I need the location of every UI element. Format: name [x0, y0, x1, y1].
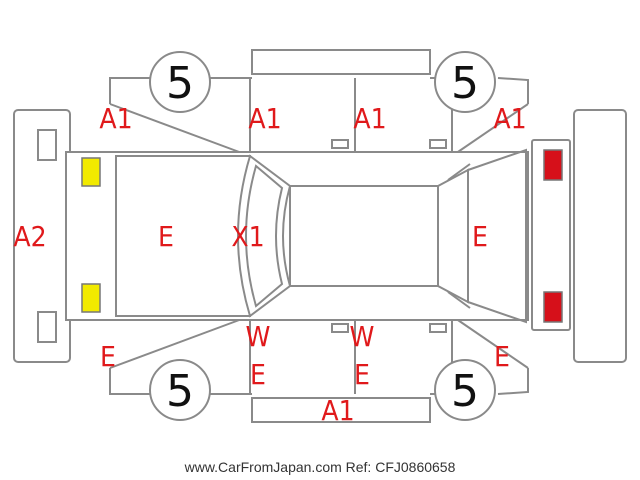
damage-codes: A1 A1 A1 A1 A2 E X1 E E W E W E E A1 [13, 102, 526, 427]
code-front-door-left: A1 [248, 102, 281, 135]
lights [81, 139, 571, 331]
tire-rating-rear-right: 5 [451, 366, 479, 417]
tire-rating-front-left: 5 [166, 58, 194, 109]
trunk-panel [467, 148, 527, 324]
code-rear-door-left: A1 [353, 102, 386, 135]
tire-rear-right: 5 [434, 359, 496, 421]
code-front-door-right-bottom: E [250, 358, 266, 391]
code-hood: E [158, 220, 174, 253]
tire-front-left: 5 [149, 51, 211, 113]
watermark-text: www.CarFromJapan.com Ref: CFJ0860658 [184, 459, 456, 475]
code-front-right-fender: E [100, 340, 116, 373]
headlight-right [81, 283, 101, 313]
code-front-left-fender: A1 [99, 102, 132, 135]
left-side-panels [109, 49, 529, 186]
tire-rating-front-right: 5 [166, 366, 194, 417]
code-front-door-right-top: W [246, 320, 271, 353]
code-windshield: X1 [231, 220, 264, 253]
code-rear-quarter-right: E [494, 340, 510, 373]
taillight-right [543, 291, 563, 323]
code-front-bumper: A2 [13, 220, 46, 253]
code-rear-door-right-bottom: E [354, 358, 370, 391]
rear-bumper [573, 109, 627, 363]
tire-front-right: 5 [149, 359, 211, 421]
code-rocker-right: A1 [321, 394, 354, 427]
code-rear-quarter-left: A1 [493, 102, 526, 135]
headlight-left [81, 157, 101, 187]
tire-rear-left: 5 [434, 51, 496, 113]
code-trunk: E [472, 220, 488, 253]
code-rear-door-right-top: W [350, 320, 375, 353]
tire-rating-rear-left: 5 [451, 58, 479, 109]
taillight-left [543, 149, 563, 181]
windshield-panel [237, 154, 292, 318]
rear-glass-panel [437, 168, 469, 304]
car-body-top-view [65, 148, 529, 324]
